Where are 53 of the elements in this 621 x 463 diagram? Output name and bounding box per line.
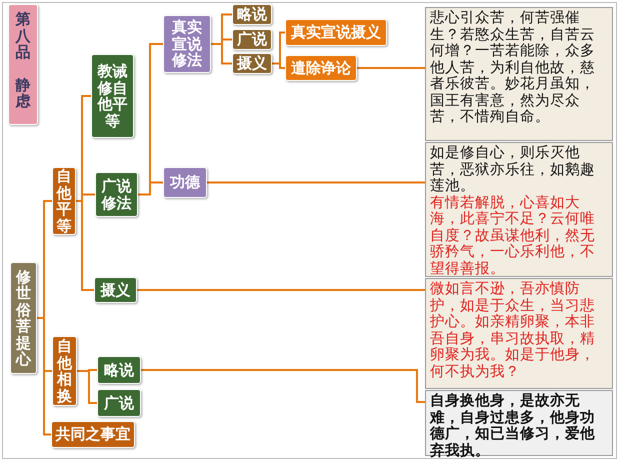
node-label: 摄义 [100, 282, 130, 298]
connector-line [272, 62, 285, 69]
node-label: 摄义 [237, 55, 267, 72]
node-label: 遣除诤论 [291, 60, 351, 76]
topic-box [10, 262, 37, 374]
node-label: 自他平等 [56, 168, 72, 234]
node-label: 自他相换 [57, 338, 72, 404]
verse-text: 如是修自心，则乐灭他苦，恶狱亦乐往，如鹅趣莲池。 [430, 145, 596, 194]
connector-line [141, 369, 425, 403]
node-label: 第八品 [16, 11, 30, 60]
connector-line [76, 200, 94, 291]
node-label: 真实宣说修法 [172, 19, 202, 69]
topic-box [95, 172, 138, 217]
text-panel [425, 278, 613, 389]
topic-box [97, 389, 141, 417]
node-label: 广说修法 [102, 178, 132, 211]
node-label: 教诫修自他平等 [98, 63, 128, 129]
verse-text: 自身换他身，是故亦无难，自身过患多，他身功德广，知已当修习，爱他弃我执。 [430, 393, 596, 459]
connector-line [137, 289, 425, 291]
topic-box [52, 336, 77, 406]
connector-line [77, 370, 97, 404]
verse-text: 悲心引众苦，何苦强催生？若愍众生苦，自苦云何增？一苦若能除，众多他人苦，为利自他故，慈者乐彼苦。妙花月虽知，国王有害意，然为尽众苦，不惜殉自命。 [430, 10, 596, 126]
node-label: 略说 [104, 362, 134, 378]
node-label: 略说 [237, 6, 267, 23]
topic-box [97, 356, 141, 384]
node-label: 广说 [104, 394, 134, 412]
topic-box [285, 55, 357, 81]
text-panel [425, 142, 613, 277]
topic-box [232, 4, 272, 25]
topic-box [52, 167, 76, 235]
topic-box [94, 277, 137, 303]
topic-box [163, 167, 207, 198]
node-label: 静虑 [16, 76, 30, 110]
verse-text: 有情若解脱，心喜如大海，此喜宁不足？云何唯自度？故虽谋他利，然无骄矜气，一心乐利他，不望得善报。 [430, 194, 596, 277]
node-label: 共同之事宜 [56, 426, 130, 443]
text-panel [425, 7, 613, 141]
topic-box [285, 19, 387, 46]
topic-box [8, 4, 38, 125]
node-label: 修世俗菩提心 [16, 268, 31, 368]
text-panel [425, 390, 613, 456]
connector-line [138, 182, 163, 196]
node-label: 广说 [237, 31, 267, 48]
node-label: 真实宣说摄义 [291, 24, 381, 41]
connector-line [357, 67, 425, 69]
topic-box [51, 421, 135, 448]
topic-box [232, 29, 272, 50]
verse-text: 微如言不逊，吾亦慎防护，如是于众生，当习悲护心。如亲精卵聚，本非吾自身，串习故执取，精卵聚为我。如是于他身，何不执为我？ [430, 281, 596, 380]
topic-box [163, 15, 211, 73]
connector-line [207, 182, 425, 184]
node-label: 功德 [170, 174, 200, 191]
topic-box [232, 53, 272, 74]
connector-line [211, 43, 232, 64]
topic-box [91, 54, 134, 138]
